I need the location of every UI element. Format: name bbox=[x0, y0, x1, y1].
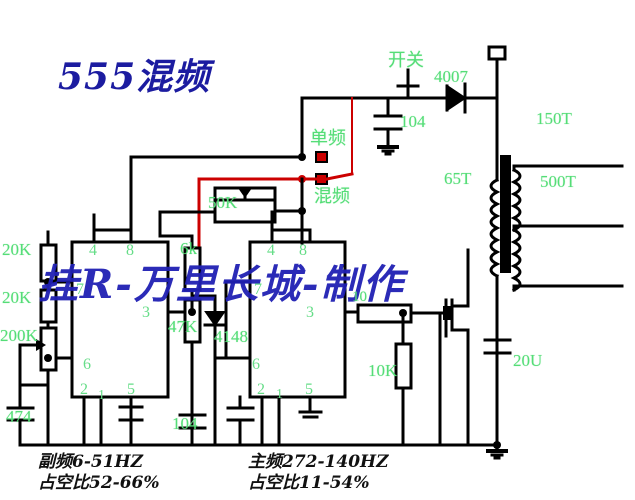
ic-left-pin-4: 4 bbox=[89, 242, 97, 259]
ic-left-pin-3: 3 bbox=[142, 304, 150, 321]
ic-left-pin-7: 7 bbox=[76, 281, 84, 298]
ic-left-pin-1: 1 bbox=[98, 388, 105, 403]
label-mode-mixed: 混频 bbox=[314, 186, 350, 207]
label-r-10: 10 bbox=[352, 289, 367, 305]
ic-right-pin-5: 5 bbox=[305, 381, 313, 398]
label-switch: 开关 bbox=[388, 50, 424, 71]
ic-left-pin-8: 8 bbox=[126, 242, 134, 259]
ic-right-pin-3: 3 bbox=[306, 304, 314, 321]
label-r-6k: 6k bbox=[180, 239, 197, 258]
label-c-20u: 20U bbox=[513, 351, 543, 370]
label-d-4007: 4007 bbox=[434, 67, 468, 86]
label-r-47k: 47K bbox=[168, 317, 198, 336]
caption-sub-frequency: 副频6-51HZ 占空比52-66% bbox=[38, 452, 160, 493]
ic-right-pin-8: 8 bbox=[299, 242, 307, 259]
ic-right-pin-7: 7 bbox=[254, 281, 262, 298]
label-d-4148: 4148 bbox=[214, 327, 248, 346]
label-r-10k: 10K bbox=[368, 361, 398, 380]
caption-main-frequency-line2: 占空比11-54% bbox=[248, 472, 370, 493]
ic-right-pin-6: 6 bbox=[252, 356, 260, 373]
label-c-104-top: 104 bbox=[400, 112, 426, 131]
label-r-20k-1: 20K bbox=[2, 240, 32, 259]
label-winding-500t: 500T bbox=[540, 172, 576, 191]
label-pot-200k: 200K bbox=[0, 326, 38, 345]
label-mode-single: 单频 bbox=[310, 128, 346, 149]
label-winding-150t: 150T bbox=[536, 109, 572, 128]
label-c-104-left: 104 bbox=[172, 414, 198, 433]
label-pot-50k: 50K bbox=[208, 193, 238, 212]
ic-right-pin-1: 1 bbox=[276, 387, 283, 402]
ic-left-pin-5: 5 bbox=[127, 381, 135, 398]
label-r-20k-2: 20K bbox=[2, 288, 32, 307]
page-title: 555混频 bbox=[58, 56, 211, 98]
watermark-text: 挂R-万里长城-制作 bbox=[38, 261, 405, 308]
ic-left-pin-6: 6 bbox=[83, 356, 91, 373]
caption-main-frequency-line1: 主频272-140HZ bbox=[248, 452, 389, 472]
caption-sub-frequency-line1: 副频6-51HZ bbox=[38, 452, 144, 472]
caption-main-frequency: 主频272-140HZ 占空比11-54% bbox=[248, 452, 389, 493]
caption-sub-frequency-line2: 占空比52-66% bbox=[38, 472, 160, 493]
ic-right-pin-2: 2 bbox=[257, 381, 265, 398]
label-winding-65t: 65T bbox=[444, 169, 472, 188]
label-c-474: 474 bbox=[6, 407, 32, 426]
ic-left-pin-2: 2 bbox=[80, 381, 88, 398]
ic-right-pin-4: 4 bbox=[267, 242, 275, 259]
